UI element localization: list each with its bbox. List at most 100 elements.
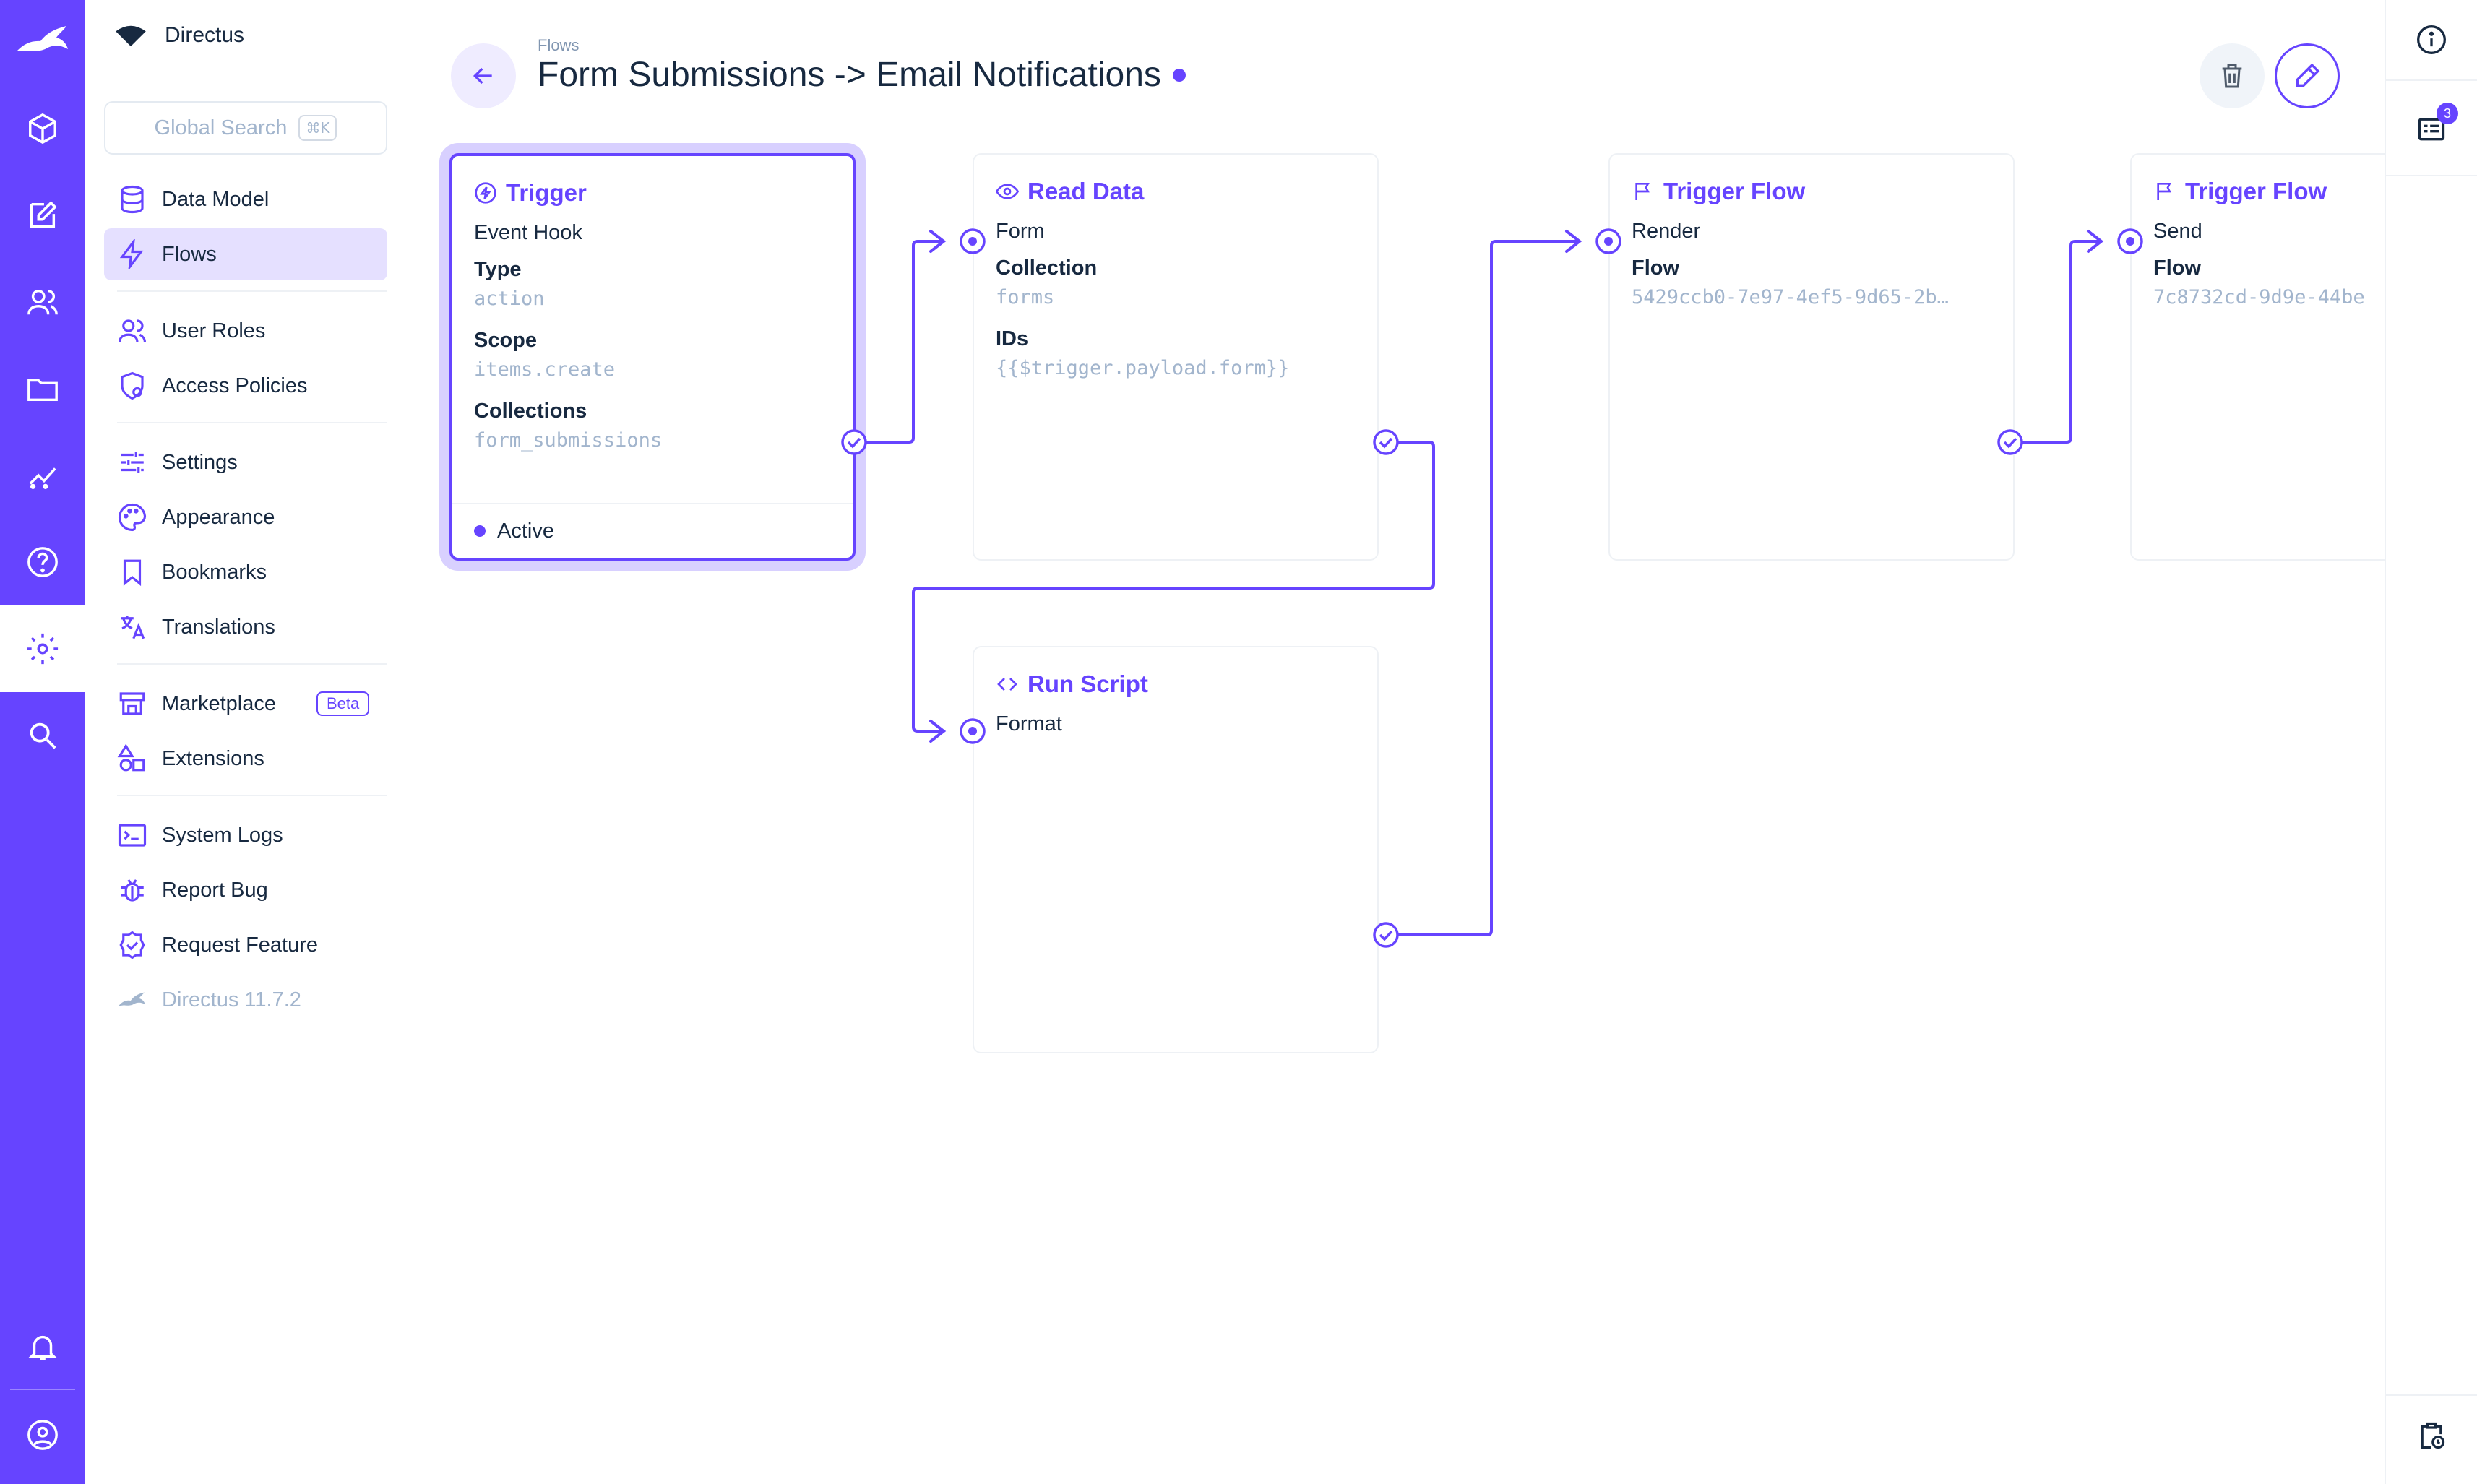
input-port-icon[interactable] — [959, 717, 986, 745]
field-label: Collection — [996, 256, 1098, 280]
field-value: form_submissions — [474, 429, 663, 452]
resolve-port-icon[interactable] — [1372, 428, 1400, 456]
trigger-flow-send-panel[interactable]: Trigger Flow Send Flow 7c8732cd-9d9e-44b… — [2130, 153, 2385, 561]
policy-icon — [121, 371, 144, 400]
database-icon — [121, 185, 144, 214]
activity-button[interactable] — [2386, 1394, 2477, 1475]
nav-item-extensions[interactable]: Extensions — [104, 733, 387, 785]
flow-canvas[interactable]: Trigger Event Hook Type action Scope ite… — [403, 0, 2385, 1484]
files-module-icon[interactable] — [0, 345, 85, 432]
field-value: {{$trigger.payload.form}} — [996, 357, 1290, 379]
eye-icon — [996, 184, 1019, 199]
project-header[interactable]: Directus — [114, 23, 244, 48]
users-icon — [118, 319, 147, 342]
nav-divider — [117, 290, 387, 292]
nav-item-appearance[interactable]: Appearance — [104, 491, 387, 543]
flow-connections — [854, 230, 2104, 936]
nav-item-report-bug[interactable]: Report Bug — [104, 864, 387, 916]
palette-icon — [118, 503, 147, 532]
user-account-icon[interactable] — [0, 1392, 85, 1478]
nav-divider — [117, 422, 387, 423]
translate-icon — [121, 616, 145, 639]
read-data-panel[interactable]: Read Data Form Collection forms IDs {{$t… — [973, 153, 1379, 561]
trigger-panel[interactable]: Trigger Event Hook Type action Scope ite… — [449, 153, 856, 561]
active-dot — [474, 525, 486, 537]
terminal-icon — [118, 824, 147, 847]
nav-divider — [117, 663, 387, 665]
clipboard-clock-icon — [2421, 1422, 2445, 1449]
nav-item-data-model[interactable]: Data Model — [104, 173, 387, 225]
nav-item-request-feature[interactable]: Request Feature — [104, 919, 387, 971]
search-placeholder: Global Search — [154, 116, 288, 139]
nav-item-translations[interactable]: Translations — [104, 601, 387, 653]
nav-item-bookmarks[interactable]: Bookmarks — [104, 546, 387, 598]
operation-name: Form — [996, 220, 1045, 243]
nav-item-marketplace[interactable]: Marketplace Beta — [104, 678, 387, 730]
trigger-flow-render-panel[interactable]: Trigger Flow Render Flow 5429ccb0-7e97-4… — [1608, 153, 2015, 561]
delete-flow-button[interactable] — [2200, 43, 2265, 108]
back-button[interactable] — [451, 43, 516, 108]
verified-icon — [119, 931, 145, 959]
resolve-port-icon[interactable] — [1996, 428, 2024, 456]
page-title-text: Form Submissions -> Email Notifications — [538, 56, 1161, 94]
directus-logo[interactable] — [0, 0, 85, 79]
field-label: IDs — [996, 327, 1029, 350]
insights-module-icon[interactable] — [0, 432, 85, 519]
revisions-button[interactable]: 3 — [2386, 82, 2477, 176]
content-module-icon[interactable] — [0, 85, 85, 172]
bookmark-icon — [123, 559, 142, 587]
notification-count-badge: 3 — [2437, 103, 2458, 124]
field-value: 5429ccb0-7e97-4ef5-9d65-2b… — [1632, 286, 1949, 309]
input-port-icon[interactable] — [2116, 228, 2144, 255]
field-value: items.create — [474, 358, 616, 381]
notifications-bell-icon[interactable] — [0, 1303, 85, 1390]
nav-item-flows[interactable]: Flows — [104, 228, 387, 280]
resolve-port-icon[interactable] — [840, 428, 868, 456]
breadcrumb[interactable]: Flows — [538, 36, 580, 54]
operation-name: Render — [1632, 220, 1701, 243]
edit-module-icon[interactable] — [0, 172, 85, 259]
input-port-icon[interactable] — [959, 228, 986, 255]
trigger-to-read-wire — [854, 240, 944, 444]
bug-icon — [121, 879, 144, 902]
read-to-script-wire — [912, 441, 1435, 733]
rail-divider — [10, 1389, 75, 1390]
field-label: Flow — [1632, 256, 1680, 280]
nav-item-access-policies[interactable]: Access Policies — [104, 360, 387, 412]
operation-name: Send — [2153, 220, 2202, 243]
nav-item-user-roles[interactable]: User Roles — [104, 305, 387, 357]
search-module-icon[interactable] — [0, 692, 85, 779]
nav-item-system-logs[interactable]: System Logs — [104, 809, 387, 861]
run-script-header: Run Script — [996, 670, 1356, 698]
trigger-header: Trigger — [474, 179, 831, 207]
pencil-icon — [2296, 63, 2320, 87]
nav-divider — [117, 795, 387, 796]
edit-flow-button[interactable] — [2275, 43, 2340, 108]
nav-item-settings[interactable]: Settings — [104, 436, 387, 488]
flag-icon — [2157, 183, 2171, 200]
run-script-panel[interactable]: Run Script Format — [973, 646, 1379, 1053]
search-shortcut: ⌘K — [298, 115, 337, 141]
beta-badge: Beta — [316, 691, 370, 716]
field-value: action — [474, 288, 545, 310]
input-port-icon[interactable] — [1595, 228, 1622, 255]
rabbit-logo-icon — [119, 992, 145, 1006]
render-to-send-wire — [2010, 240, 2101, 444]
users-module-icon[interactable] — [0, 259, 85, 345]
page-title: Form Submissions -> Email Notifications — [538, 55, 1186, 95]
store-icon — [119, 692, 145, 715]
field-label: Collections — [474, 400, 587, 423]
trigger-subtitle: Event Hook — [474, 221, 582, 244]
project-logo-icon — [116, 25, 146, 47]
help-module-icon[interactable] — [0, 519, 85, 605]
info-button[interactable] — [2386, 0, 2477, 81]
settings-module-icon[interactable] — [0, 605, 85, 692]
trigger-flow-header: Trigger Flow — [2153, 178, 2385, 205]
global-search-input[interactable]: Global Search ⌘K — [104, 101, 387, 155]
resolve-port-icon[interactable] — [1372, 921, 1400, 949]
logs-list-icon — [2418, 118, 2445, 141]
right-sidebar: 3 — [2385, 0, 2477, 1484]
field-label: Flow — [2153, 256, 2202, 280]
bolt-icon — [119, 239, 144, 269]
read-data-header: Read Data — [996, 178, 1356, 205]
